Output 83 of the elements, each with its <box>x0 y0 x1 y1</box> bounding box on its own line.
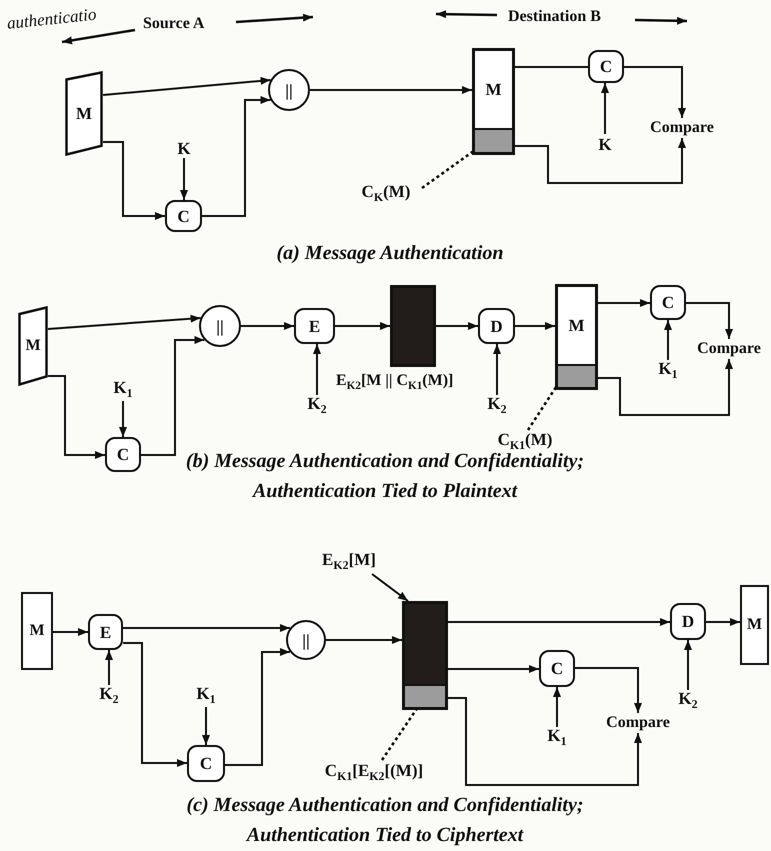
key-label: K$_{1}$ <box>110 379 136 401</box>
arrow <box>575 667 642 713</box>
received-message-block <box>472 48 515 155</box>
mac-function-box: C <box>187 745 225 782</box>
annotation-label: C$_{K}$(M) <box>350 181 422 207</box>
arrow <box>448 618 670 626</box>
arrow <box>225 648 290 766</box>
arrow <box>436 322 478 330</box>
arrow <box>241 322 294 330</box>
ciphertext-block <box>390 285 436 367</box>
key-label: K$_{1}$ <box>544 727 570 749</box>
mac-field <box>475 128 512 152</box>
compare-label: Compare <box>643 118 721 138</box>
annotation-label: E$_{K2}$[M] <box>312 550 386 574</box>
arrow <box>664 320 672 360</box>
key-label: K$_{2}$ <box>484 395 510 417</box>
encryption-box: E <box>88 614 123 650</box>
decryption-box: D <box>670 603 706 640</box>
mac-function-box: C <box>588 50 624 83</box>
ciphertext-block <box>402 601 448 710</box>
message-block: M <box>21 592 53 670</box>
region-label: Source A <box>143 15 206 33</box>
key-label: K$_{1}$ <box>655 360 681 382</box>
compare-label: Compare <box>690 339 768 359</box>
arrow <box>48 375 105 459</box>
arrow <box>310 86 472 94</box>
compare-label: Compare <box>599 713 677 733</box>
block-caption: E$_{K2}$[M || C$_{K1}$(M)] <box>336 372 454 392</box>
concatenation-circle: || <box>286 620 326 660</box>
concatenation-circle: || <box>268 69 310 111</box>
message-block: M <box>740 585 769 665</box>
arrow <box>684 640 692 690</box>
arrow <box>123 642 187 767</box>
arrow <box>53 628 88 636</box>
received-message-block <box>555 284 598 390</box>
key-label: K <box>176 138 192 158</box>
arrow <box>601 83 609 134</box>
annotation-label: C$_{K1}$[E$_{K2}$[(M)] <box>306 760 442 786</box>
page-fragment-text: authenticatio <box>6 4 98 34</box>
arrow <box>180 158 188 200</box>
arrow <box>553 687 561 727</box>
arrow <box>335 322 390 330</box>
arrow <box>103 141 165 220</box>
arrow <box>706 618 740 626</box>
key-label: K$_{2}$ <box>675 690 701 712</box>
arrow <box>105 650 113 685</box>
arrow <box>102 76 271 96</box>
arrow <box>598 299 650 307</box>
arrow <box>141 336 204 456</box>
connector-line <box>515 66 588 68</box>
message-block: M <box>65 71 103 156</box>
mac-function-box: C <box>650 285 686 320</box>
region-label: Destination B <box>508 8 602 26</box>
decryption-box: D <box>478 308 515 344</box>
figure-caption: (c) Message Authentication and Confidentiality; Authentication Tied to Ciphertext <box>185 793 585 848</box>
arrow <box>48 314 201 330</box>
arrow <box>448 665 539 673</box>
arrow <box>371 573 409 602</box>
arrow <box>686 302 733 339</box>
arrow <box>515 322 555 330</box>
figure-caption: (a) Message Authentication <box>275 241 505 266</box>
arrow <box>119 401 127 437</box>
arrow <box>624 66 686 118</box>
block-label: M <box>485 80 502 98</box>
key-label: K$_{2}$ <box>304 395 330 417</box>
arrow <box>123 624 290 632</box>
mac-function-box: C <box>165 200 202 232</box>
block-label: M <box>568 316 585 334</box>
key-label: K <box>597 134 613 154</box>
mac-field <box>405 684 445 707</box>
mac-function-box: C <box>105 437 141 472</box>
arrow <box>493 344 501 395</box>
arrow <box>326 636 402 644</box>
key-label: K$_{1}$ <box>193 685 219 707</box>
arrow <box>202 96 271 217</box>
encryption-box: E <box>294 308 335 344</box>
key-label: K$_{2}$ <box>96 685 122 707</box>
mac-function-box: C <box>539 650 575 687</box>
concatenation-circle: || <box>199 305 241 347</box>
mac-field <box>558 364 595 387</box>
arrow <box>313 344 321 395</box>
arrow <box>202 707 210 745</box>
message-block: M <box>18 306 48 386</box>
